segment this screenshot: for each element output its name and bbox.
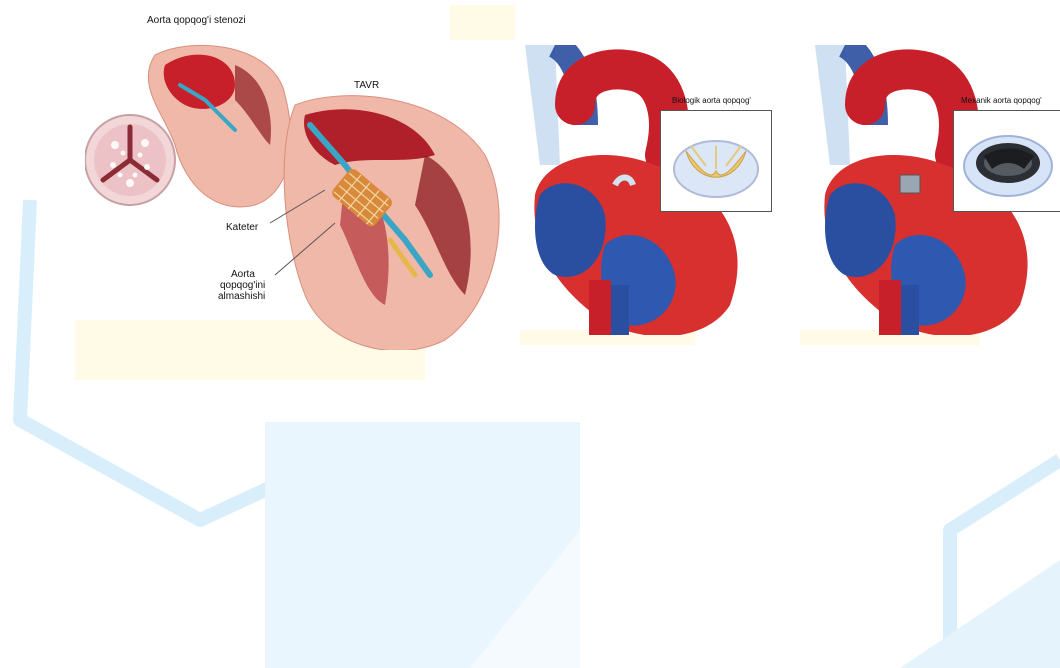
mechanical-valve-panel — [805, 45, 1060, 335]
stenotic-valve-closeup — [85, 115, 175, 205]
biological-valve-inset — [660, 110, 772, 212]
mechanical-valve-icon — [954, 111, 1060, 211]
tavr-heart — [284, 96, 499, 350]
mechanical-valve-inset — [953, 110, 1060, 212]
tavr-illustration — [85, 5, 505, 350]
stenosis-title: Aorta qopqog'i stenozi — [147, 15, 246, 26]
valve-replacement-label-line1: Aorta — [231, 269, 255, 280]
biological-valve-panel — [515, 45, 785, 335]
tavr-panel — [85, 5, 505, 350]
tavr-title: TAVR — [354, 80, 379, 91]
catheter-label: Kateter — [226, 222, 258, 233]
mechanical-valve-label: Mexanik aorta qopqog' — [961, 95, 1042, 106]
valve-replacement-label-line3: almashishi — [218, 291, 265, 302]
biological-valve-label: Biologik aorta qopqog' — [672, 95, 751, 106]
valve-replacement-label-line2: qopqog'ini — [220, 280, 265, 291]
biological-valve-icon — [661, 111, 771, 211]
